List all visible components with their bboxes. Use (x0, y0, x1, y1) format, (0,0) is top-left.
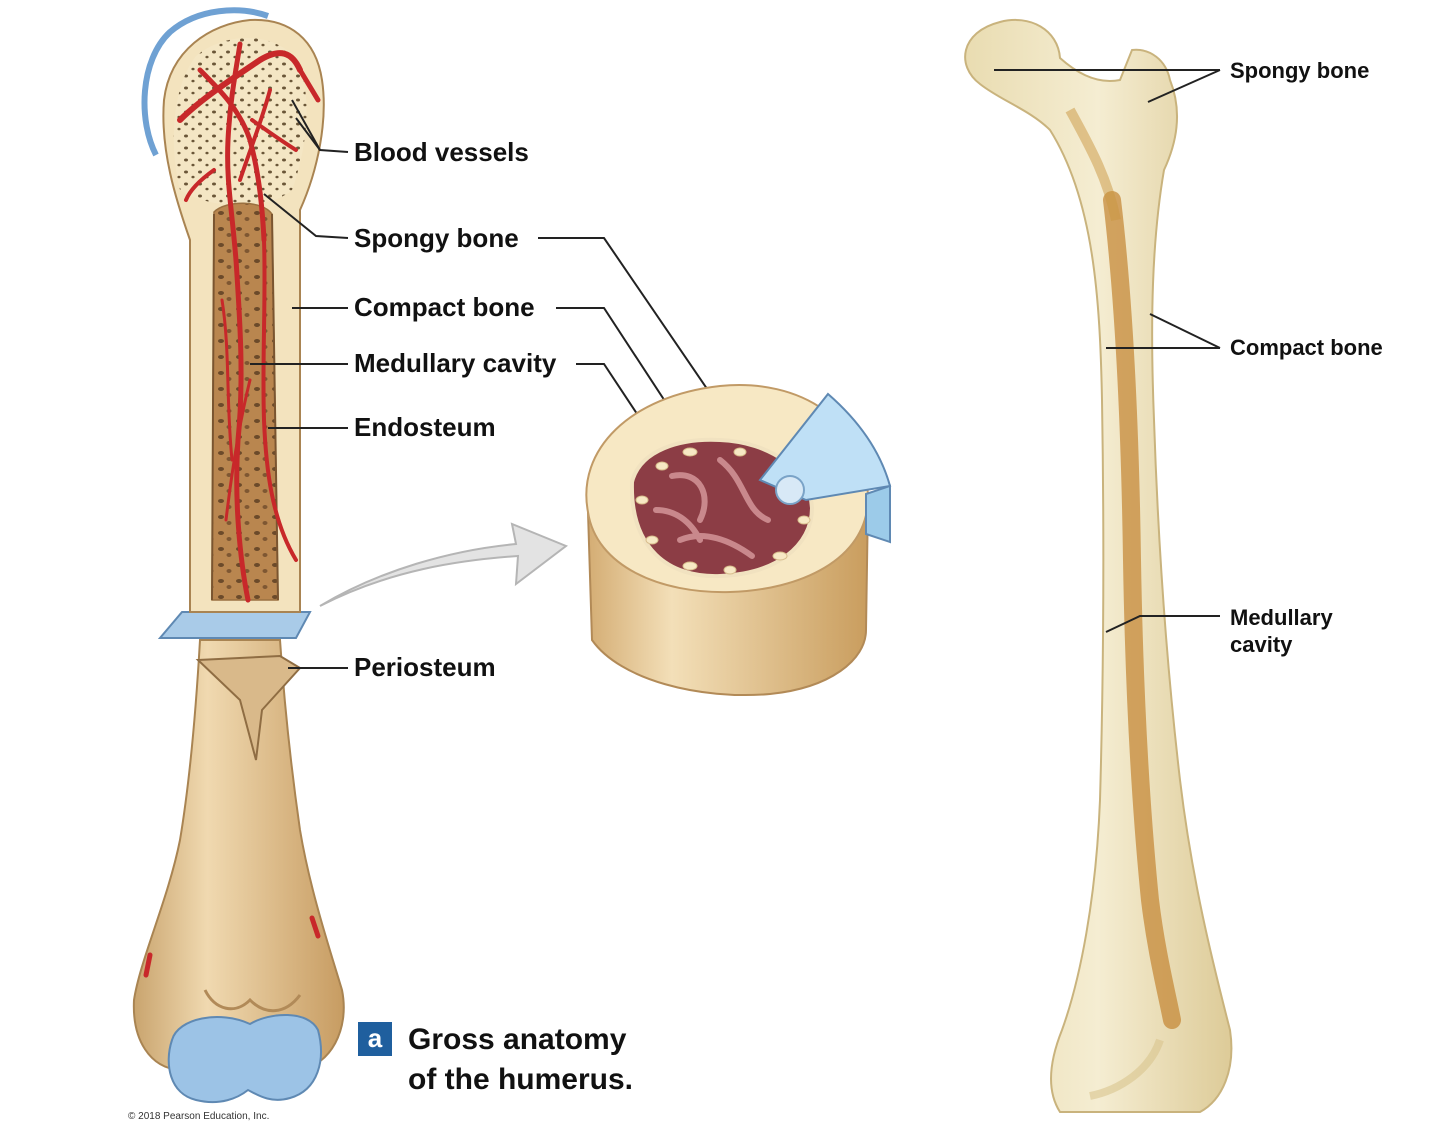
label-right-medullary-cavity: Medullary cavity (1230, 604, 1333, 658)
label-right-medullary-line-1: Medullary (1230, 605, 1333, 630)
section-arrow (319, 522, 569, 607)
right-leader-lines (994, 69, 1221, 633)
femur-photo (964, 18, 1233, 1113)
figure-badge: a (358, 1022, 392, 1056)
caption-line-1: Gross anatomy (408, 1023, 627, 1056)
label-medullary-cavity: Medullary cavity (354, 348, 557, 378)
caption-line-2: of the humerus. (408, 1063, 634, 1096)
figure-caption: Gross anatomy of the humerus. (408, 1020, 633, 1100)
label-right-spongy-bone: Spongy bone (1230, 58, 1370, 83)
label-right-compact-bone: Compact bone (1230, 335, 1383, 360)
label-blood-vessels: Blood vessels (354, 137, 529, 167)
copyright-notice: © 2018 Pearson Education, Inc. (128, 1111, 270, 1122)
label-right-medullary-line-2: cavity (1230, 632, 1293, 657)
cut-plane (157, 611, 312, 639)
label-compact-bone: Compact bone (354, 292, 535, 322)
label-spongy-bone: Spongy bone (354, 223, 519, 253)
humerus-illustration (132, 7, 345, 1104)
distal-articular-cartilage (167, 1014, 322, 1104)
label-periosteum: Periosteum (354, 652, 496, 682)
proximal-articular-cartilage (141, 7, 270, 157)
cross-section-illustration (585, 384, 892, 697)
humerus-lower-shaft (132, 639, 345, 1071)
blood-vessels (177, 41, 321, 603)
periosteum-flap (195, 654, 302, 761)
left-leader-lines (250, 99, 743, 669)
label-endosteum: Endosteum (354, 412, 496, 442)
